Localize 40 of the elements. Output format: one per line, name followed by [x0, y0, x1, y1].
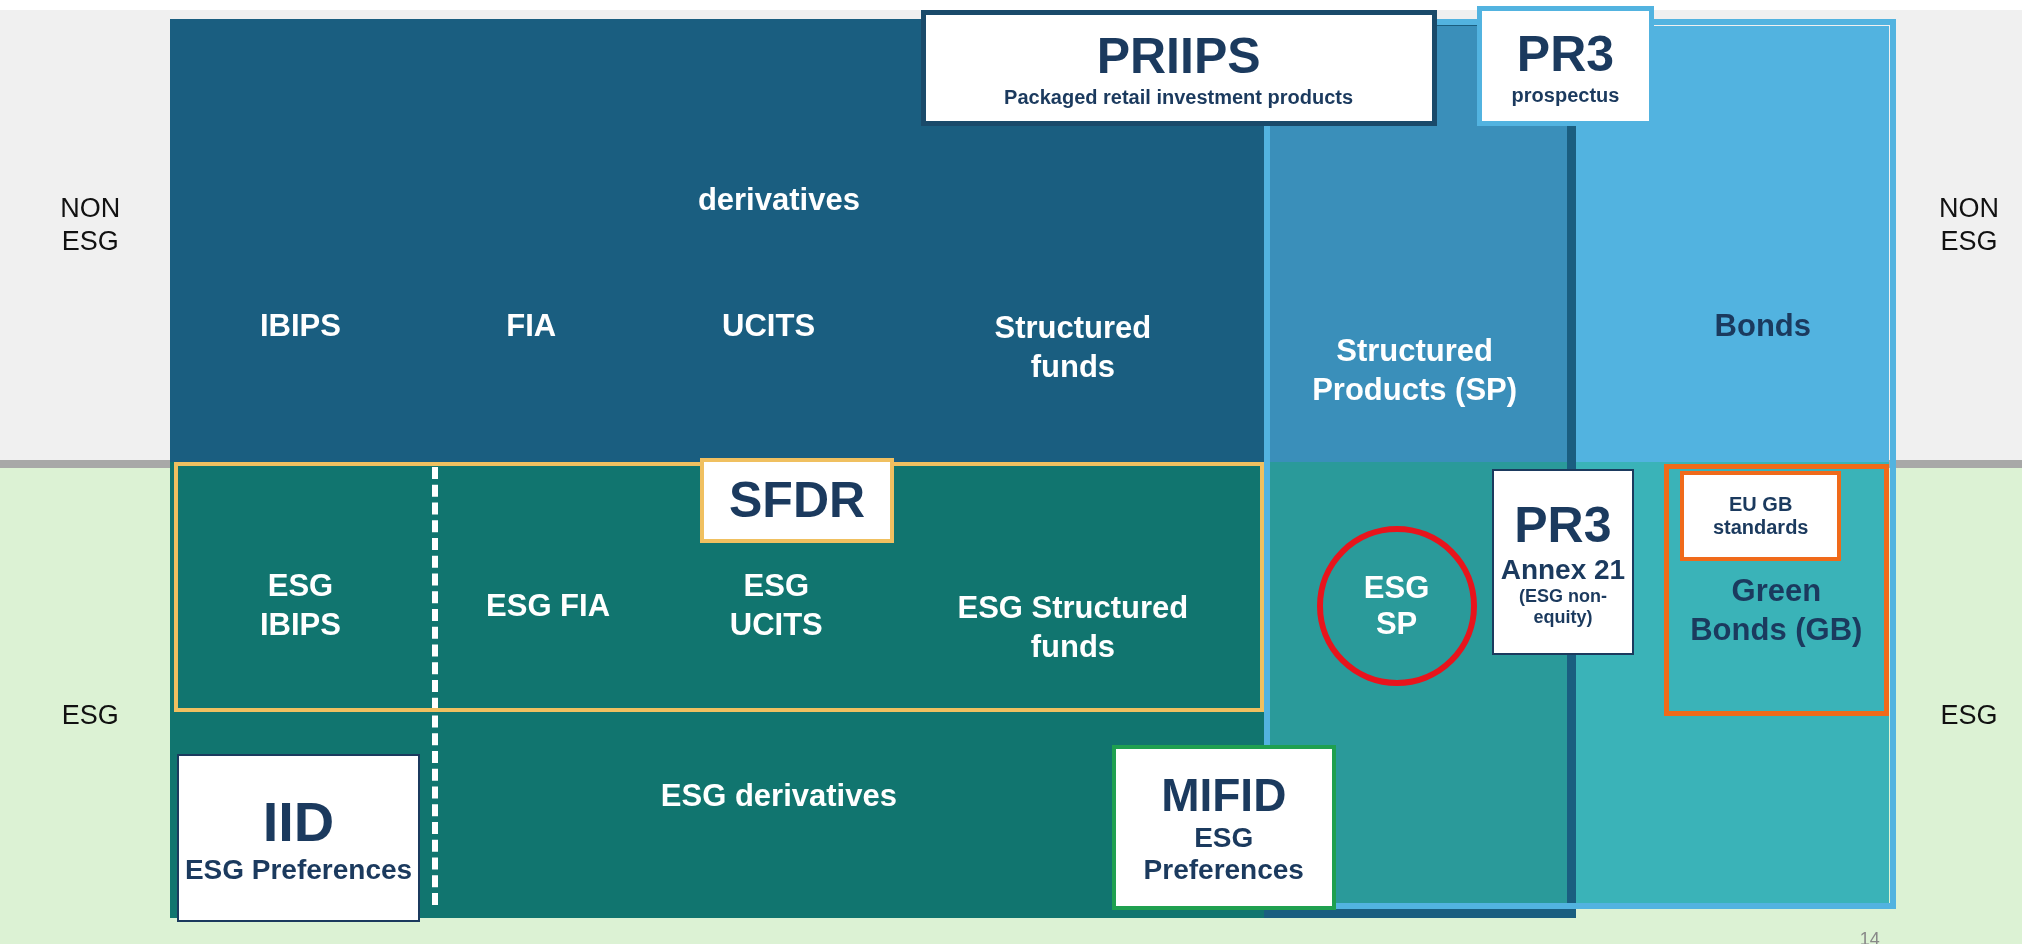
heading-text: MIFID	[1161, 769, 1287, 823]
heading-text: IID	[262, 789, 335, 855]
heading-text: PR3	[1516, 26, 1615, 84]
page-number: 14	[1859, 927, 1880, 944]
region-label: ESG	[60, 698, 120, 732]
region-label: Structured funds	[993, 309, 1153, 387]
region-label: ESG	[1939, 698, 1999, 732]
region-label: NON ESG	[59, 191, 122, 259]
region-label: ESG Structured funds	[956, 589, 1190, 666]
body-text: Packaged retail investment products	[1004, 85, 1354, 109]
heading-text: PRIIPS	[1096, 28, 1261, 86]
region-label: NON ESG	[1938, 191, 2001, 259]
region-label: Bonds	[1714, 306, 1811, 345]
highlight-circle	[1316, 526, 1477, 686]
region-label: Green Bonds (GB)	[1689, 572, 1864, 650]
body-text: (ESG non-equity)	[1517, 586, 1608, 628]
body-text: prospectus	[1511, 83, 1620, 107]
scope-frame	[174, 461, 1264, 712]
region-label: ESG derivatives	[659, 776, 898, 815]
region-label: ESG IBIPS	[258, 567, 342, 645]
label-box	[1492, 469, 1634, 656]
heading-text: PR3	[1514, 496, 1612, 555]
label-box	[176, 754, 421, 922]
region-label: derivatives	[697, 180, 860, 219]
label-box	[1111, 745, 1336, 911]
label-box	[920, 10, 1437, 127]
region-label: FIA	[506, 306, 557, 345]
region-label: UCITS	[722, 306, 816, 345]
body-text: Annex 21	[1500, 554, 1626, 587]
heading-text: EU GB standards	[1711, 492, 1810, 539]
scope-frame	[1663, 464, 1890, 716]
body-text: ESG SP	[1362, 570, 1431, 642]
region-label: IBIPS	[259, 306, 341, 345]
region-label: Structured Products (SP)	[1311, 332, 1519, 410]
label-box	[1476, 6, 1655, 127]
region-label: ESG UCITS	[728, 567, 824, 645]
heading-text: SFDR	[729, 471, 866, 530]
region-label: ESG FIA	[485, 586, 612, 625]
body-text: ESG Preferences	[184, 854, 413, 887]
body-text: ESG Preferences	[1142, 822, 1305, 887]
